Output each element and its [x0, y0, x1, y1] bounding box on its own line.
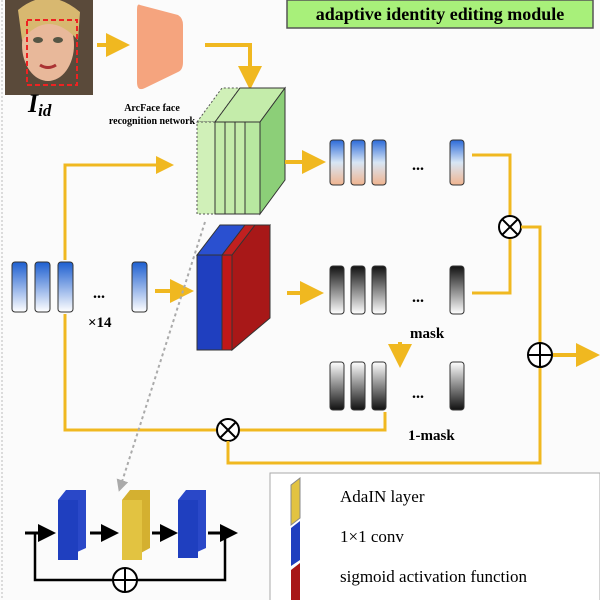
- ellipsis: ...: [412, 289, 424, 306]
- input-label: Iid: [27, 89, 52, 120]
- latent-code-bars: [11, 261, 148, 313]
- arrow: [205, 43, 262, 90]
- connector: [240, 412, 387, 432]
- mask-label: mask: [410, 326, 445, 342]
- connector: [63, 314, 216, 432]
- add-icon: [527, 342, 553, 368]
- conv-sigmoid-stack: [195, 224, 272, 352]
- connector: [472, 153, 512, 215]
- legend-label: AdaIN layer: [340, 487, 425, 506]
- title: adaptive identity editing module: [316, 4, 565, 24]
- inverse-mask-bars: [329, 361, 465, 411]
- connector: [521, 225, 542, 343]
- detail-pointer: [116, 221, 206, 492]
- multiply-icon: [216, 418, 240, 442]
- mask-bars: [329, 265, 465, 315]
- arcface-label: ArcFace face: [124, 103, 180, 114]
- legend-label: sigmoid activation function: [340, 567, 527, 586]
- arrow: [63, 156, 174, 260]
- legend-sigmoid-icon: [291, 563, 300, 600]
- repeat-label: ×14: [88, 315, 112, 331]
- legend-label: 1×1 conv: [340, 527, 404, 546]
- legend-box: [269, 472, 600, 600]
- ellipsis: ...: [412, 385, 424, 402]
- title-box: [286, 0, 594, 29]
- residual-block-detail: [25, 490, 238, 593]
- face-image: [5, 0, 93, 95]
- arcface-network-shape: [137, 4, 183, 90]
- identity-feature-bars: [329, 139, 465, 186]
- connector: [472, 239, 512, 295]
- identity-feature-stack: [196, 86, 286, 216]
- multiply-icon: [498, 215, 522, 239]
- arcface-label: recognition network: [109, 116, 196, 127]
- legend-conv-icon: [291, 521, 300, 566]
- add-icon: [112, 567, 138, 593]
- ellipsis: ...: [93, 285, 105, 302]
- connector: [226, 368, 542, 465]
- ellipsis: ...: [412, 157, 424, 174]
- legend-adain-icon: [290, 476, 301, 527]
- inverse-mask-label: 1-mask: [408, 428, 455, 444]
